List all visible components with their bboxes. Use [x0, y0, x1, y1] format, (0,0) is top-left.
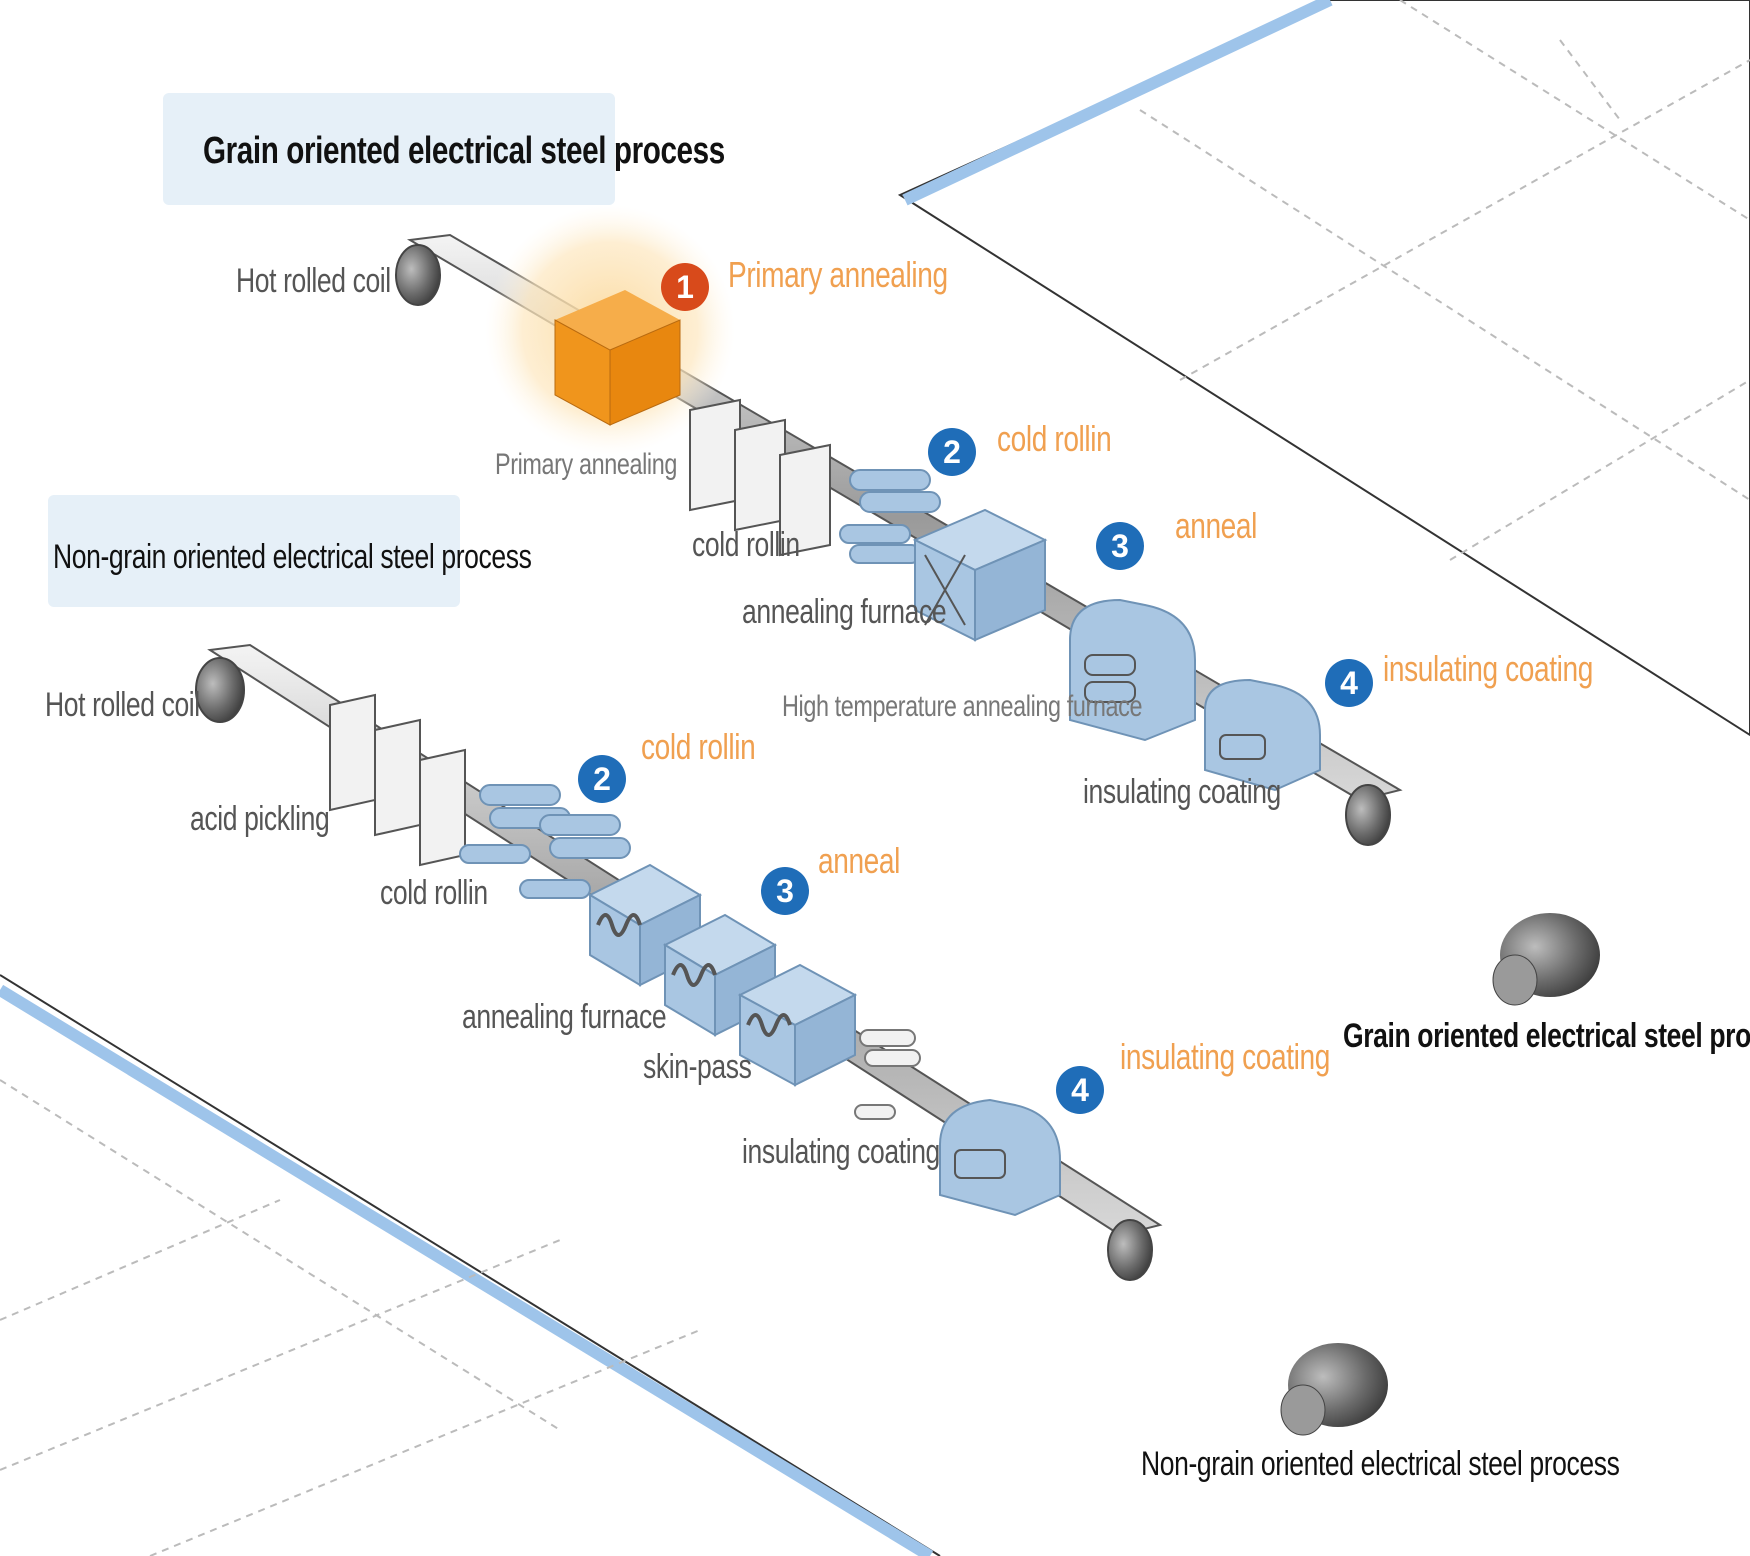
grain-primary-machine-label: Primary annealing — [495, 448, 677, 481]
nongrain-cold-machine-label: cold rollin — [380, 874, 488, 912]
grain-cold-rollers — [839, 469, 941, 564]
nongrain-step-4-badge: 4 — [1056, 1066, 1104, 1114]
nongrain-start-roller — [195, 657, 245, 723]
nongrain-cold-rollers — [459, 784, 631, 899]
grain-step-1-label: Primary annealing — [728, 254, 948, 295]
grain-annealing-furnace — [912, 508, 1048, 642]
nongrain-step-2-label: cold rollin — [641, 726, 756, 767]
nongrain-line-art — [195, 643, 1163, 1281]
nongrain-step-4-label: insulating coating — [1120, 1036, 1330, 1077]
grain-title: Grain oriented electrical steel process — [203, 130, 725, 172]
nongrain-step-3-label: anneal — [818, 840, 900, 881]
grain-cold-machine-label: cold rollin — [692, 526, 800, 564]
nongrain-title: Non-grain oriented electrical steel proc… — [53, 538, 532, 576]
grain-step-3-label: anneal — [1175, 505, 1257, 546]
nongrain-title-box — [48, 495, 460, 607]
grain-legend-coil — [1492, 913, 1600, 1006]
grain-step-4-label: insulating coating — [1383, 648, 1593, 689]
nongrain-step-3-badge: 3 — [761, 867, 809, 915]
grain-high-temp-furnace — [1069, 598, 1196, 742]
primary-annealing-box — [554, 290, 681, 426]
nongrain-skin-pass — [854, 1029, 921, 1120]
grain-step-4-badge: 4 — [1325, 659, 1373, 707]
nongrain-coating-unit — [939, 1098, 1061, 1217]
grain-end-roller — [1345, 784, 1391, 846]
grain-annealing-furnace-label: annealing furnace — [742, 593, 947, 631]
grain-title-box — [163, 93, 615, 205]
grain-coating-machine-label: insulating coating — [1083, 773, 1281, 811]
grain-start-roller — [395, 244, 441, 306]
nongrain-annealing-furnaces — [587, 863, 858, 1087]
nongrain-acid-label: acid pickling — [190, 800, 330, 838]
nongrain-legend-coil — [1280, 1343, 1388, 1436]
grain-step-3-badge: 3 — [1096, 522, 1144, 570]
grain-high-temp-furnace-label: High temperature annealing furnace — [782, 690, 1143, 723]
nongrain-coating-machine-label: insulating coating — [742, 1133, 940, 1171]
grain-step-2-badge: 2 — [928, 428, 976, 476]
nongrain-skin-pass-label: skin-pass — [643, 1048, 752, 1086]
nongrain-step-2-badge: 2 — [578, 755, 626, 803]
legend-grain-label: Grain oriented electrical steel process — [1343, 1017, 1750, 1055]
legend-nongrain-label: Non-grain oriented electrical steel proc… — [1141, 1445, 1620, 1483]
grain-coil-label: Hot rolled coil — [236, 262, 391, 300]
grain-step-1-badge: 1 — [661, 263, 709, 311]
grain-step-2-label: cold rollin — [997, 418, 1112, 459]
nongrain-annealing-furnace-label: annealing furnace — [462, 998, 667, 1036]
nongrain-end-roller — [1107, 1219, 1153, 1281]
nongrain-coil-label: Hot rolled coil — [45, 686, 200, 724]
grain-coating-unit — [1204, 678, 1321, 792]
